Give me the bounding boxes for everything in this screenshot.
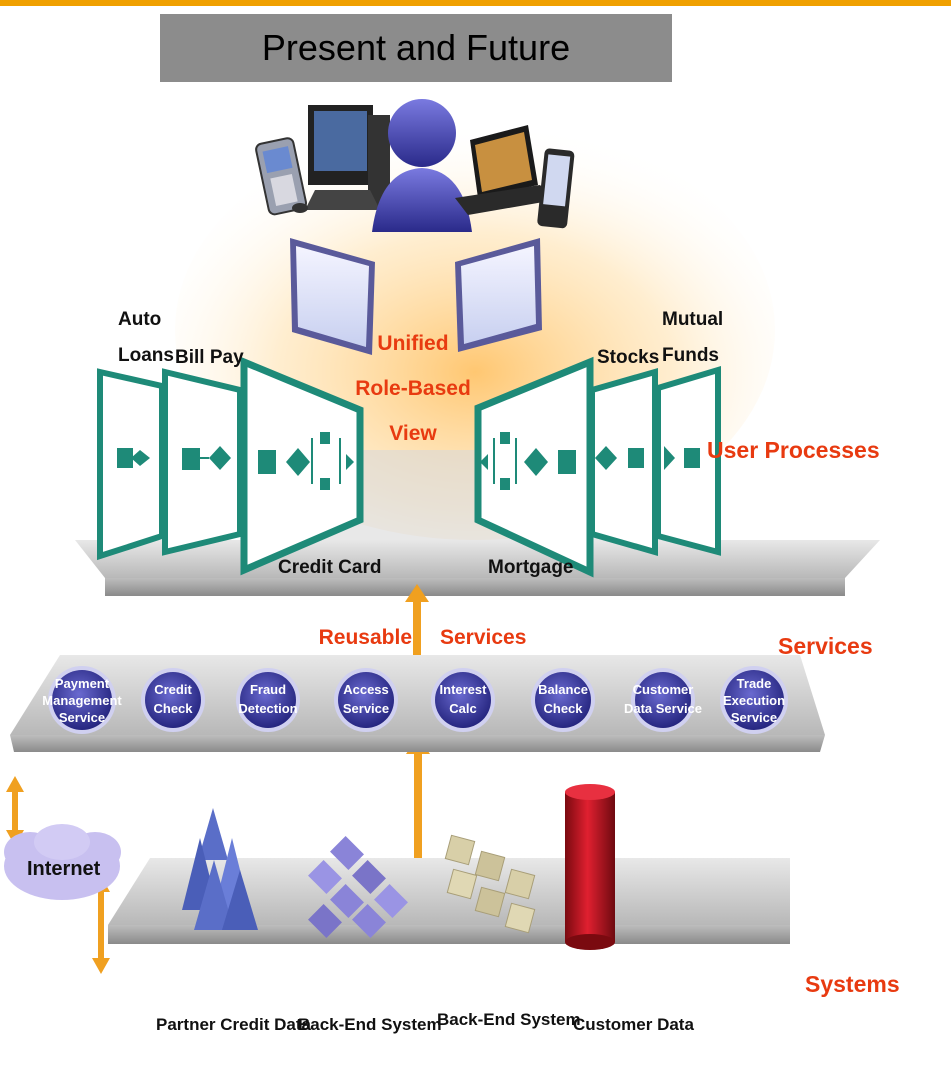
services-platform <box>10 655 825 752</box>
process-panel-stocks <box>589 368 658 556</box>
desktop-computer-icon <box>292 105 390 213</box>
pda-icon <box>537 148 575 229</box>
block-cluster-icon <box>444 834 536 934</box>
service-disk <box>236 668 300 732</box>
label-bill-pay: Bill Pay <box>175 347 244 368</box>
service-disk <box>48 666 116 734</box>
system-label-partner-credit-data: Partner Credit Data <box>156 1015 311 1034</box>
slide-title-box: Present and Future <box>160 14 672 82</box>
service-label: Balance <box>538 682 588 697</box>
service-label: Fraud <box>250 682 286 697</box>
laptop-icon <box>455 125 555 215</box>
service-disk <box>141 668 205 732</box>
service-label: Interest <box>440 682 488 697</box>
internet-cloud-icon <box>4 824 121 900</box>
service-label: Check <box>543 701 583 716</box>
system-label-customer-data: Customer Data <box>573 1015 694 1034</box>
portal-screen-left <box>290 238 375 355</box>
mobile-phone-icon <box>255 137 308 216</box>
service-label: Trade <box>737 676 772 691</box>
service-label: Credit <box>154 682 192 697</box>
service-label: Detection <box>238 701 297 716</box>
services-banner-right: Services <box>440 626 526 649</box>
center-label-line-2: Role-Based <box>355 377 471 400</box>
service-label: Customer <box>633 682 694 697</box>
cube-cluster-icon <box>308 836 408 938</box>
slide-title: Present and Future <box>261 27 571 68</box>
layer-label-services: Services <box>778 633 873 659</box>
user-processes-platform <box>75 540 880 596</box>
internet-label: Internet <box>27 858 101 880</box>
process-panel-auto-loans <box>97 368 165 561</box>
services-banner-left: Reusable <box>319 626 412 649</box>
service-label: Check <box>153 701 193 716</box>
service-label: Calc <box>449 701 476 716</box>
service-disk <box>431 668 495 732</box>
layer-label-user-processes: User Processes <box>707 437 880 463</box>
center-label-line-3: View <box>389 422 437 445</box>
service-label: Execution <box>723 693 785 708</box>
service-label: Service <box>343 701 389 716</box>
system-label-back-end-1: Back-End System <box>298 1015 442 1034</box>
label-stocks: Stocks <box>597 347 659 368</box>
service-disk <box>334 668 398 732</box>
process-panel-mutual-funds <box>655 365 721 556</box>
service-label: Service <box>59 710 105 725</box>
center-label-line-1: Unified <box>377 332 448 355</box>
pyramid-cluster-icon <box>182 808 258 930</box>
service-disk <box>720 666 788 734</box>
service-disk <box>631 668 695 732</box>
process-panel-mortgage <box>474 356 594 578</box>
layer-label-systems: Systems <box>805 971 900 997</box>
user-icon <box>372 99 472 232</box>
service-label: Payment <box>55 676 110 691</box>
service-label: Data Service <box>624 701 702 716</box>
system-label-back-end-2: Back-End System <box>437 1010 581 1029</box>
process-panel-bill-pay <box>162 368 243 556</box>
portal-screen-right <box>455 238 542 352</box>
process-panel-credit-card <box>240 356 364 576</box>
top-accent-bar <box>0 0 951 6</box>
service-disk <box>531 668 595 732</box>
database-cylinder-icon <box>565 784 615 950</box>
label-credit-card: Credit Card <box>278 557 381 578</box>
service-label: Service <box>731 710 777 725</box>
service-label: Management <box>42 693 122 708</box>
label-mortgage: Mortgage <box>488 557 574 578</box>
service-label: Access <box>343 682 389 697</box>
